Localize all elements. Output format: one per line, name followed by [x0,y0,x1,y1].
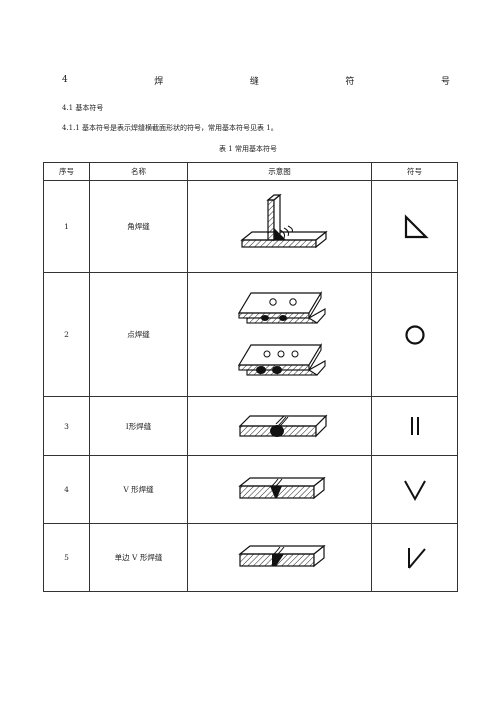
row-number: 4 [43,455,90,524]
row-number: 5 [43,523,90,592]
fillet-weld-diagram-icon [239,193,328,248]
row-number: 1 [43,180,90,273]
row-name: V 形焊缝 [89,455,188,524]
table-row: 4 V 形焊缝 [43,455,458,524]
circle-symbol-icon [404,324,425,345]
table-header-row: 序号 名称 示意图 符号 [43,162,458,181]
row-number: 3 [43,396,90,456]
intro-paragraph: 4.1.1 基本符号是表示焊缝横截面形状的符号，常用基本符号见表 1。 [62,124,278,132]
table-caption: 表 1 常用基本符号 [219,145,277,153]
table-row: 1 角焊缝 [43,180,458,273]
header-symbol: 符号 [371,162,458,181]
basic-symbols-table: 序号 名称 示意图 符号 1 角焊缝 [43,162,458,592]
row-name: Ⅰ形焊缝 [89,396,188,456]
row-number: 2 [43,272,90,397]
chapter-number: 4 [62,75,68,85]
header-no: 序号 [43,162,90,181]
spot-weld-diagram-icon [237,290,326,376]
heading-char: 焊 [154,76,164,87]
i-groove-weld-diagram-icon [238,414,327,438]
single-bevel-weld-diagram-icon [237,544,326,567]
heading-char: 符 [345,76,355,87]
v-groove-weld-diagram-icon [237,476,326,499]
row-name: 单边 V 形焊缝 [89,523,188,592]
table-row: 3 Ⅰ形焊缝 [43,396,458,456]
fillet-triangle-symbol-icon [404,213,429,238]
table-row: 5 单边 V 形焊缝 [43,523,458,592]
bevel-symbol-icon [407,547,426,569]
double-bar-symbol-icon [410,417,419,435]
header-name: 名称 [89,162,188,181]
heading-char: 号 [440,76,450,87]
heading-char: 缝 [249,76,259,87]
header-diagram: 示意图 [187,162,372,181]
section-title: 4.1 基本符号 [62,104,104,112]
chapter-heading: 4 焊 缝 符 号 [62,73,450,87]
v-symbol-icon [403,480,426,501]
row-name: 点焊缝 [89,272,188,397]
table-row: 2 点焊缝 [43,272,458,397]
row-name: 角焊缝 [89,180,188,273]
